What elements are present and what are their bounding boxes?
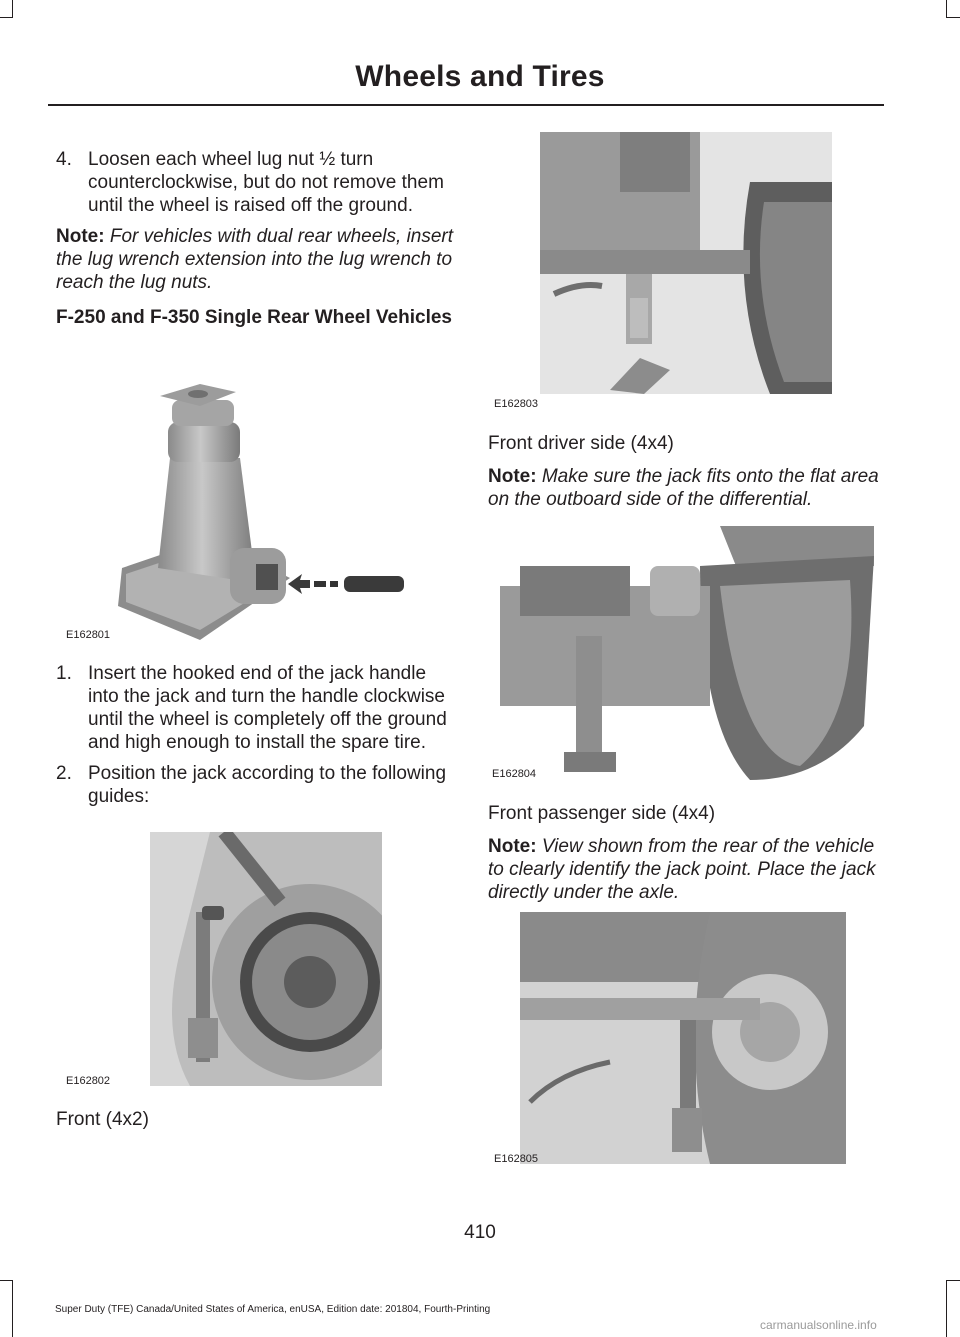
page-number: 410 xyxy=(464,1222,496,1243)
step-text: Insert the hooked end of the jack handle… xyxy=(88,663,447,753)
section-subheading: F-250 and F-350 Single Rear Wheel Vehicl… xyxy=(56,307,452,328)
crop-mark xyxy=(946,0,947,18)
note-dual-rear-wheels: Note: For vehicles with dual rear wheels… xyxy=(56,225,456,294)
figure-jack xyxy=(60,378,410,650)
jack-illustration xyxy=(118,384,404,640)
note-text: View shown from the rear of the vehicle … xyxy=(488,836,876,903)
figure-code: E162802 xyxy=(66,1075,111,1087)
note-text: For vehicles with dual rear wheels, inse… xyxy=(56,226,454,293)
note-label: Note: xyxy=(488,836,537,857)
figure-code: E162803 xyxy=(494,398,539,410)
note-differential: Note: Make sure the jack fits onto the f… xyxy=(488,465,888,511)
step-2: 2. Position the jack according to the fo… xyxy=(56,762,456,808)
note-label: Note: xyxy=(488,466,537,487)
crop-mark xyxy=(946,17,960,18)
page-title: Wheels and Tires xyxy=(355,60,605,93)
edition-footer: Super Duty (TFE) Canada/United States of… xyxy=(55,1304,491,1315)
figure-code: E162804 xyxy=(492,768,537,780)
step-4: 4. Loosen each wheel lug nut ½ turn coun… xyxy=(56,148,456,217)
front-4x2-illustration xyxy=(150,832,382,1086)
note-text: Make sure the jack fits onto the flat ar… xyxy=(488,466,879,510)
step-text: Loosen each wheel lug nut ½ turn counter… xyxy=(88,149,444,216)
step-text: Position the jack according to the follo… xyxy=(88,763,447,807)
rear-view-illustration xyxy=(520,912,846,1164)
crop-mark xyxy=(12,0,13,18)
step-1: 1. Insert the hooked end of the jack han… xyxy=(56,662,456,754)
figure-rear-view xyxy=(520,912,846,1164)
crop-mark xyxy=(12,1280,13,1337)
crop-mark xyxy=(946,1280,947,1337)
left-column-top: 4. Loosen each wheel lug nut ½ turn coun… xyxy=(56,148,456,329)
note-label: Note: xyxy=(56,226,105,247)
note-jack-point: Note: View shown from the rear of the ve… xyxy=(488,835,888,904)
right-column-passenger-text: Front passenger side (4x4) Note: View sh… xyxy=(488,802,888,916)
step-number: 2. xyxy=(56,763,72,784)
front-driver-illustration xyxy=(540,132,832,394)
caption-front-4x2: Front (4x2) xyxy=(56,1109,149,1130)
crop-mark xyxy=(0,17,13,18)
watermark: carmanualsonline.info xyxy=(760,1318,877,1332)
front-passenger-illustration xyxy=(500,526,874,780)
figure-front-passenger-4x4 xyxy=(500,526,874,780)
caption-front-passenger-4x4: Front passenger side (4x4) xyxy=(488,803,716,824)
right-column-driver-text: Front driver side (4x4) Note: Make sure … xyxy=(488,432,888,523)
step-number: 1. xyxy=(56,663,72,684)
caption-front-driver-4x4: Front driver side (4x4) xyxy=(488,433,674,454)
crop-mark xyxy=(0,1280,13,1281)
figure-code: E162805 xyxy=(494,1153,539,1165)
left-column-steps: 1. Insert the hooked end of the jack han… xyxy=(56,662,456,816)
header-rule xyxy=(48,104,884,106)
figure-front-4x2 xyxy=(150,832,382,1086)
step-number: 4. xyxy=(56,149,72,170)
figure-front-driver-4x4 xyxy=(540,132,832,394)
crop-mark xyxy=(946,1280,960,1281)
figure-code: E162801 xyxy=(66,629,111,641)
